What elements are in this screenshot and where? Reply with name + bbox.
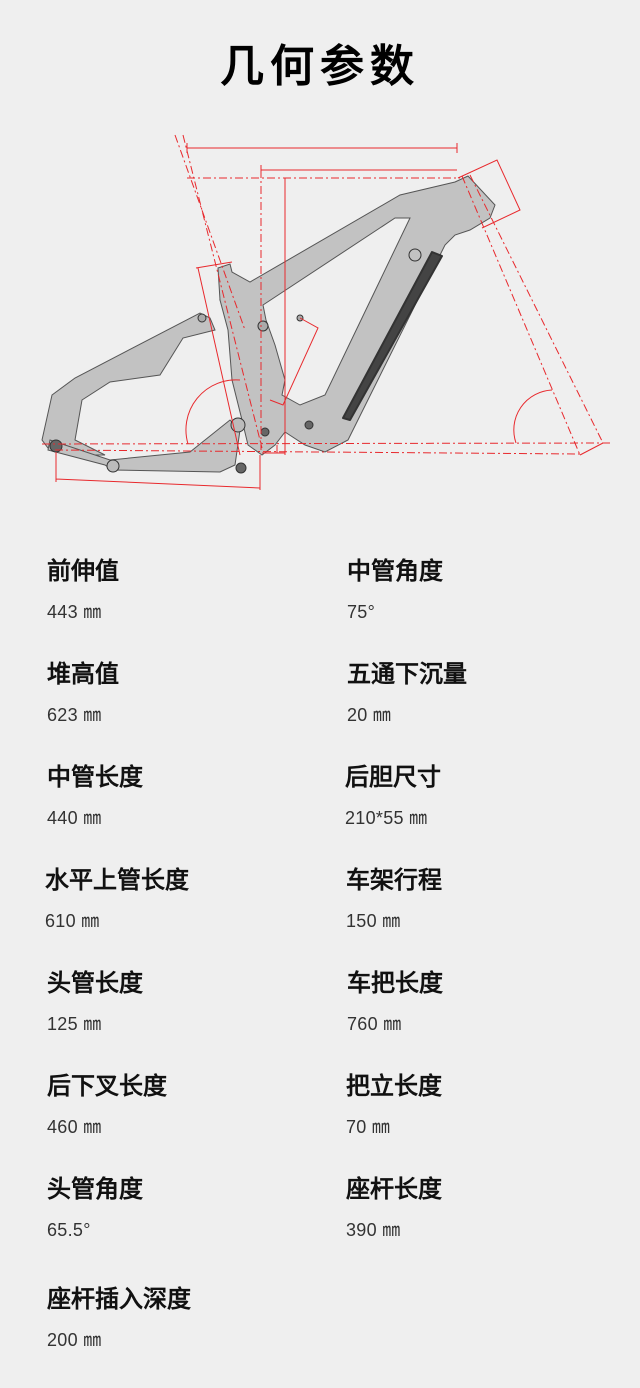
spec-item-chainstay-length: 后下叉长度 460 ㎜ (47, 1071, 327, 1139)
spec-item-stack: 堆高值 623 ㎜ (47, 659, 327, 727)
spec-value: 623 ㎜ (47, 705, 102, 725)
spec-label: 后胆尺寸 (345, 763, 441, 791)
spec-value: 70 ㎜ (346, 1117, 391, 1137)
spec-item-seatpost-insertion: 座杆插入深度 200 ㎜ (47, 1284, 327, 1352)
spec-item-seat-tube-length: 中管长度 440 ㎜ (47, 762, 327, 830)
main-frame (217, 175, 496, 456)
spec-item-shock-size: 后胆尺寸 210*55 ㎜ (345, 762, 625, 830)
spec-value: 390 ㎜ (346, 1220, 401, 1240)
spec-item-seat-tube-angle: 中管角度 75° (347, 556, 627, 624)
spec-label: 中管角度 (347, 557, 443, 585)
spec-label: 座杆插入深度 (47, 1285, 191, 1313)
spec-label: 座杆长度 (346, 1175, 442, 1203)
spec-value: 760 ㎜ (347, 1014, 402, 1034)
spec-value: 610 ㎜ (45, 911, 100, 931)
spec-value: 125 ㎜ (47, 1014, 102, 1034)
spec-label: 车把长度 (347, 969, 443, 997)
spec-item-reach: 前伸值 443 ㎜ (47, 556, 327, 624)
spec-label: 堆高值 (47, 660, 119, 688)
spec-value: 65.5° (47, 1220, 91, 1240)
spec-value: 20 ㎜ (347, 705, 392, 725)
spec-label: 中管长度 (47, 763, 143, 791)
spec-label: 五通下沉量 (347, 660, 467, 688)
spec-value: 200 ㎜ (47, 1330, 102, 1350)
spec-item-head-tube-length: 头管长度 125 ㎜ (47, 968, 327, 1036)
spec-label: 后下叉长度 (47, 1072, 167, 1100)
spec-value: 150 ㎜ (346, 911, 401, 931)
spec-item-frame-travel: 车架行程 150 ㎜ (346, 865, 626, 933)
page-title: 几何参数 (220, 41, 420, 92)
battery (342, 251, 443, 421)
spec-label: 头管长度 (47, 969, 143, 997)
spec-value: 460 ㎜ (47, 1117, 102, 1137)
spec-value: 443 ㎜ (47, 602, 102, 622)
spec-item-head-tube-angle: 头管角度 65.5° (47, 1174, 327, 1242)
spec-item-seatpost-length: 座杆长度 390 ㎜ (346, 1174, 626, 1242)
spec-label: 把立长度 (346, 1072, 442, 1100)
spec-value: 440 ㎜ (47, 808, 102, 828)
spec-item-stem-length: 把立长度 70 ㎜ (346, 1071, 626, 1139)
spec-item-bb-drop: 五通下沉量 20 ㎜ (347, 659, 627, 727)
spec-label: 车架行程 (346, 866, 442, 894)
spec-item-effective-top-tube: 水平上管长度 610 ㎜ (45, 865, 325, 933)
spec-label: 水平上管长度 (45, 866, 189, 894)
frame-geometry-diagram (0, 120, 640, 500)
spec-label: 头管角度 (47, 1175, 143, 1203)
spec-item-handlebar-width: 车把长度 760 ㎜ (347, 968, 627, 1036)
dimension-lines (41, 134, 611, 490)
spec-label: 前伸值 (47, 557, 119, 585)
spec-value: 75° (347, 602, 376, 622)
spec-value: 210*55 ㎜ (345, 808, 428, 828)
